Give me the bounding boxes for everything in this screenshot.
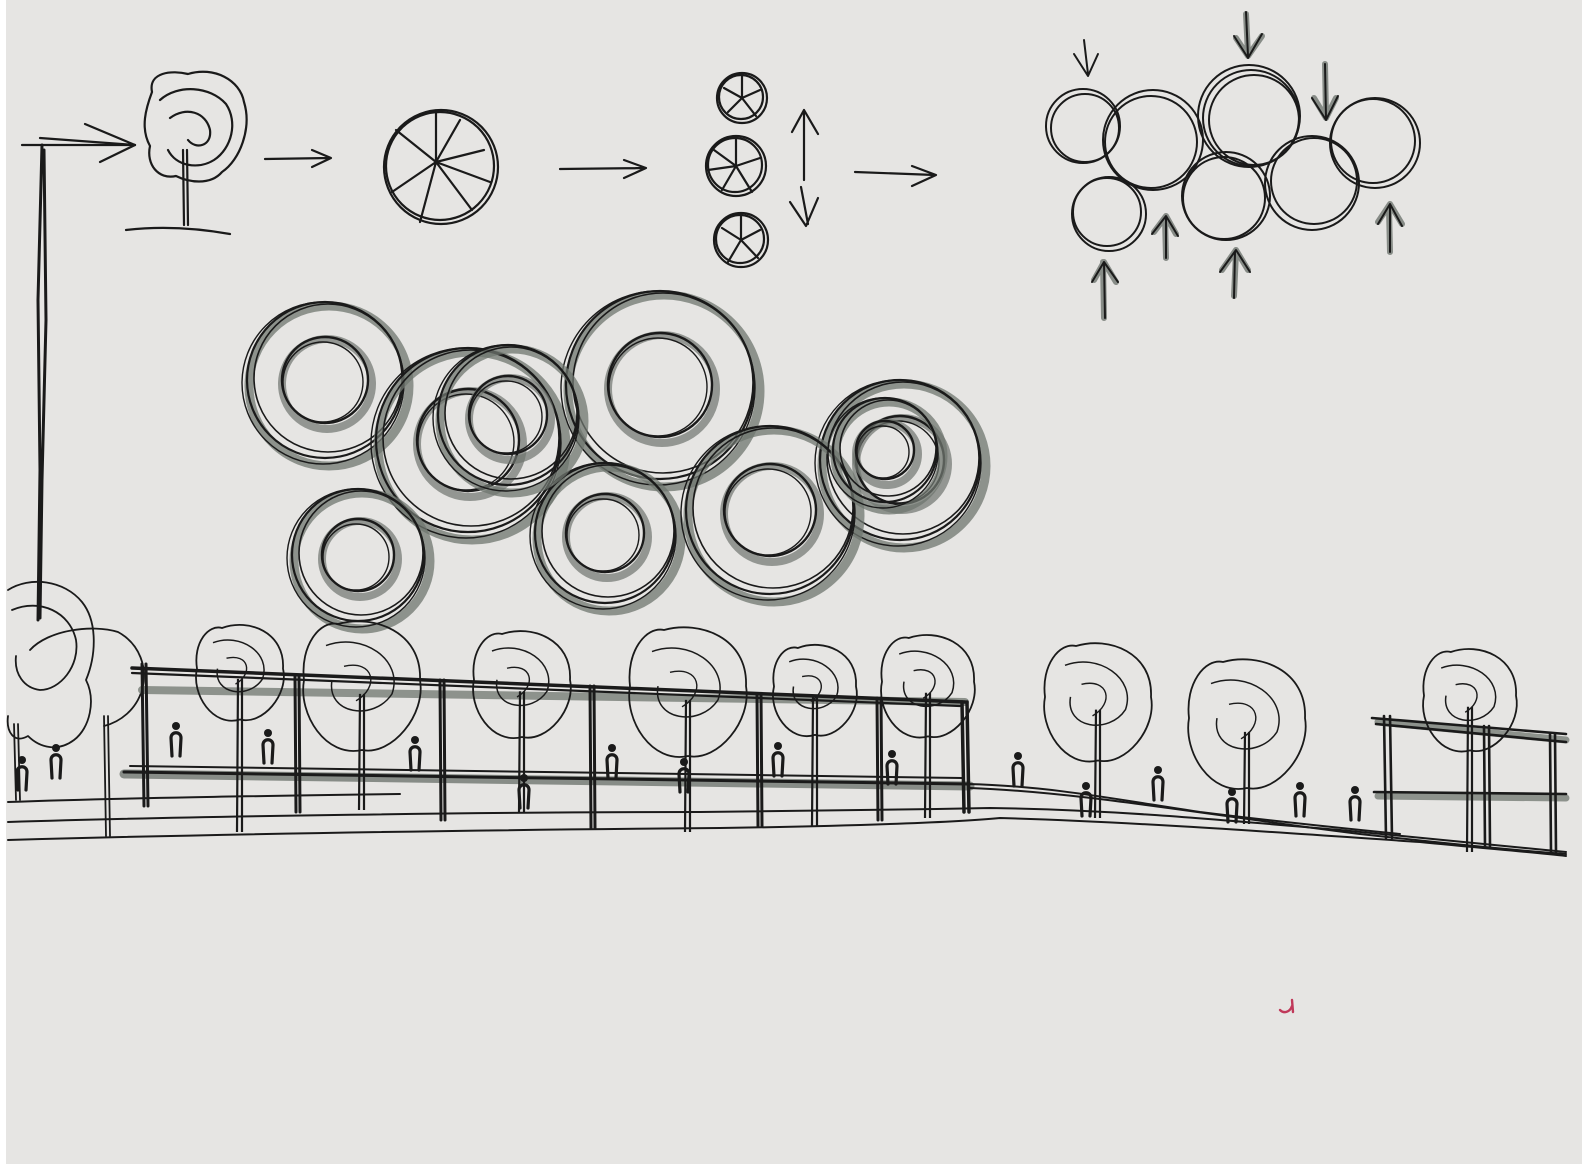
paper: [6, 0, 1582, 1164]
